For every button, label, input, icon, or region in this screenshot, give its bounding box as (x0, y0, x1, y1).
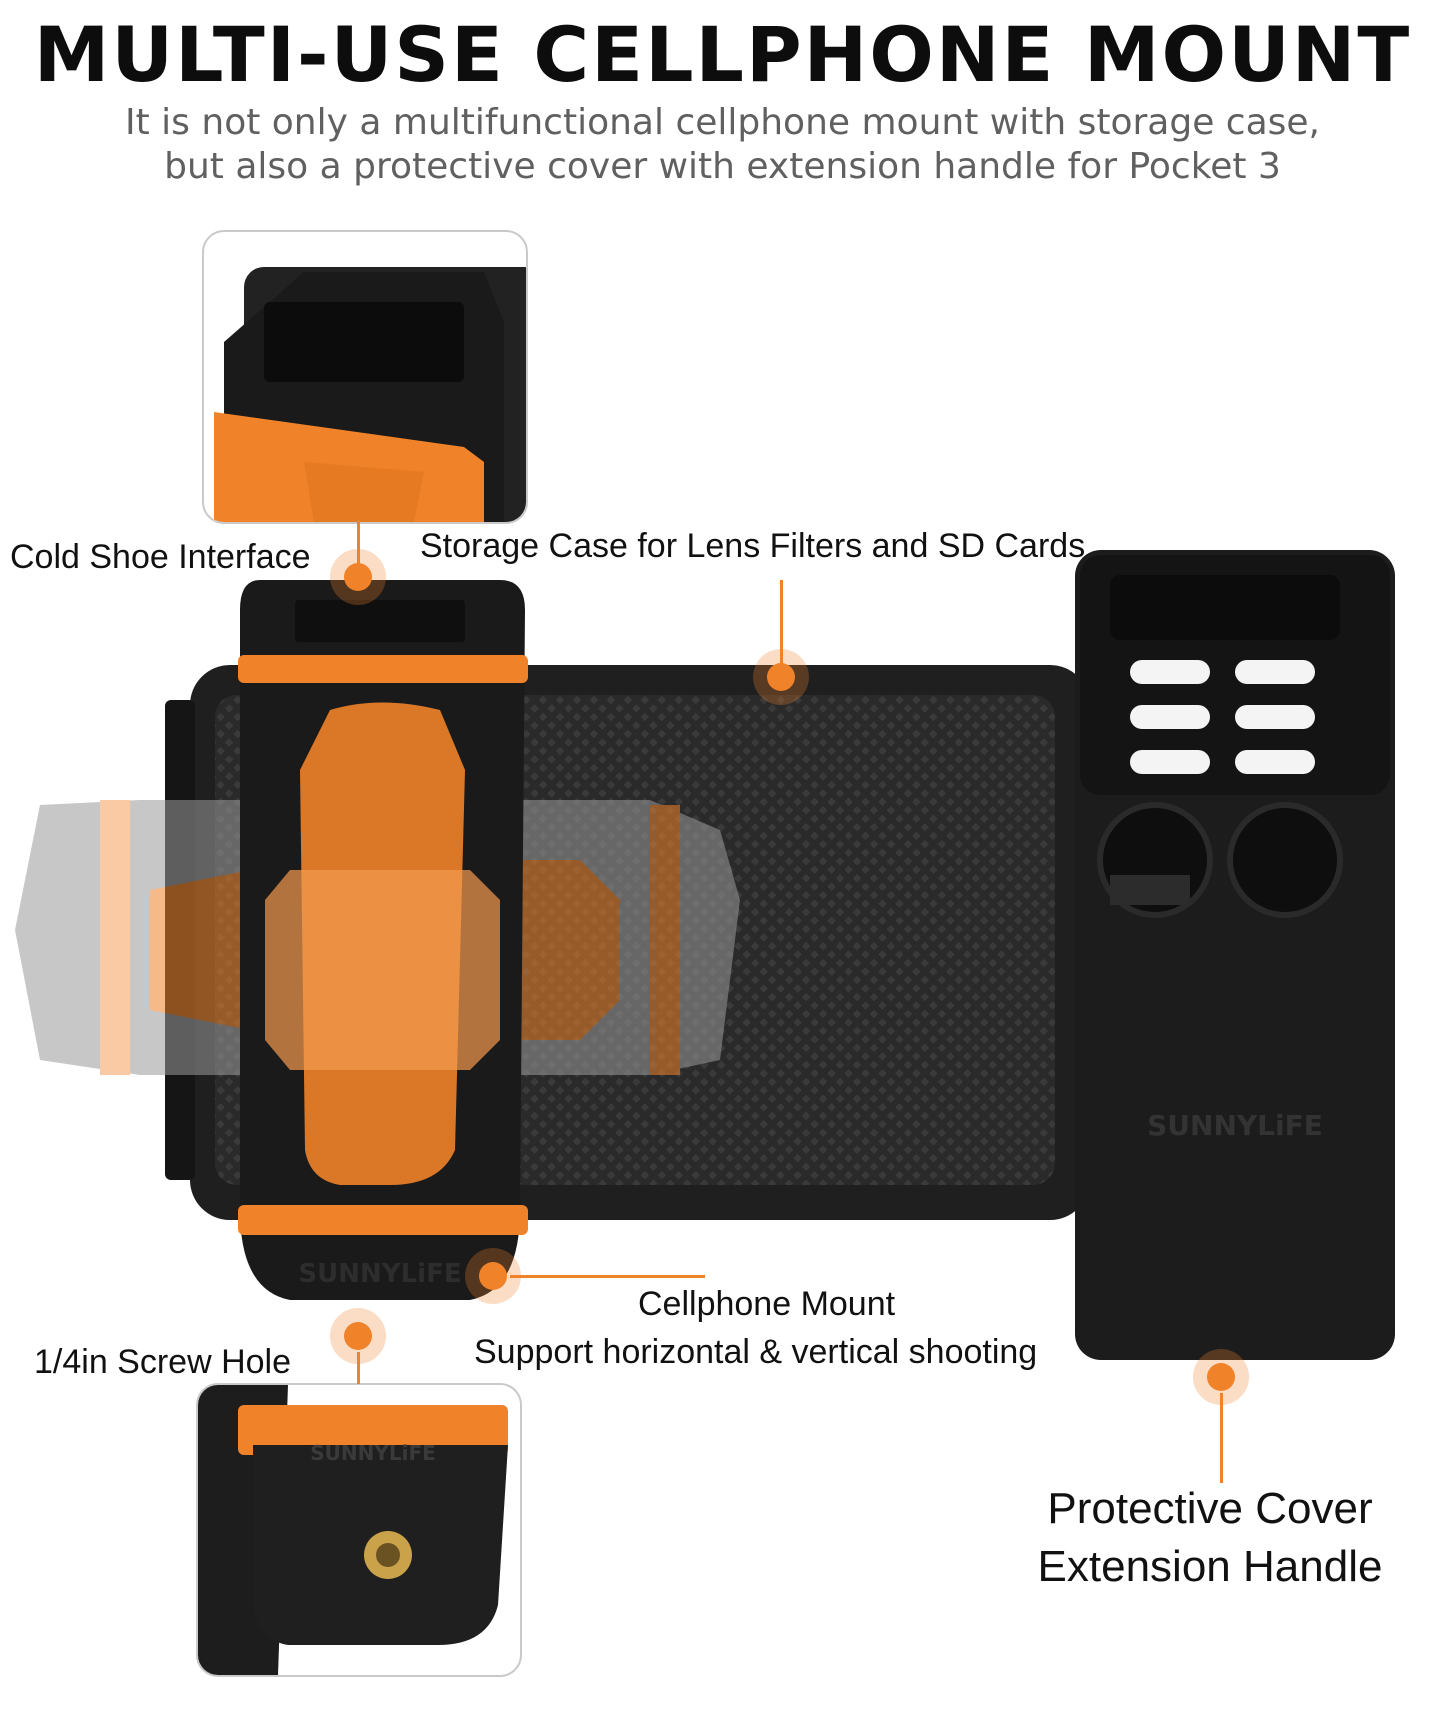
cold-shoe-label: Cold Shoe Interface (10, 538, 311, 576)
clamp-logo: SUNNYLiFE (298, 1259, 461, 1289)
cellphone-mount-marker (479, 1262, 507, 1290)
clamp-bottom-pad (238, 1205, 528, 1235)
cold-shoe-slot (295, 600, 465, 642)
storage-case-label: Storage Case for Lens Filters and SD Car… (420, 527, 1086, 565)
filter-holder-right (1227, 802, 1343, 918)
sd-card-slot (1110, 875, 1190, 905)
clamp-top-pad (238, 655, 528, 683)
screw-hole-marker (344, 1322, 372, 1350)
cellphone-mount-leader-line (510, 1275, 705, 1278)
screw-hole-leader-line (357, 1352, 360, 1384)
protective-cover-marker (1207, 1363, 1235, 1391)
cover-screen-slot (1110, 575, 1340, 640)
clamp-cross-grip (265, 870, 500, 1070)
screw-hole-label: 1/4in Screw Hole (34, 1343, 292, 1381)
inset-logo: SUNNYLiFE (310, 1441, 436, 1465)
screw-hole-detail-image: SUNNYLiFE (198, 1385, 508, 1675)
subtitle-line-2: but also a protective cover with extensi… (164, 146, 1281, 187)
inset-cold-shoe (202, 230, 528, 524)
protective-cover-leader-line (1220, 1393, 1223, 1483)
cold-shoe-detail-image (214, 267, 526, 522)
cover-logo: SUNNYLiFE (1147, 1109, 1323, 1142)
storage-leader-line (780, 580, 783, 665)
subtitle-line-1: It is not only a multifunctional cellpho… (125, 102, 1320, 143)
storage-marker (767, 663, 795, 691)
extension-handle-label: Extension Handle (1037, 1542, 1383, 1591)
cover-vents (1130, 660, 1315, 774)
cold-shoe-marker (344, 563, 372, 591)
cellphone-mount-sublabel: Support horizontal & vertical shooting (474, 1333, 1038, 1371)
cold-shoe-leader-line (357, 520, 360, 565)
protective-cover-label: Protective Cover (1047, 1484, 1373, 1533)
inset-screw-hole: SUNNYLiFE (196, 1383, 522, 1677)
cellphone-mount-label: Cellphone Mount (638, 1285, 896, 1323)
page-title: MULTI-USE CELLPHONE MOUNT (33, 10, 1412, 99)
